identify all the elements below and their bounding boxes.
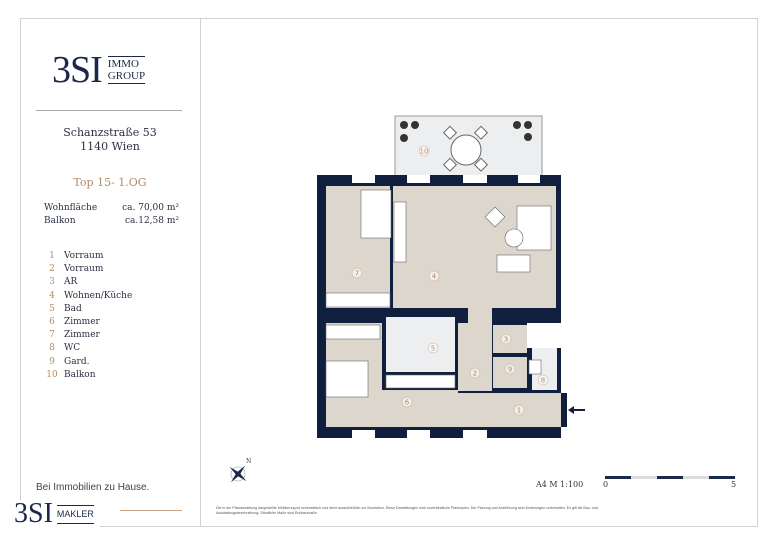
legend-number: 10 bbox=[46, 369, 58, 380]
legend-room-name: Gard. bbox=[64, 356, 90, 367]
disclaimer: Die in der Plandarstellung dargestellte … bbox=[216, 506, 598, 515]
room-marker bbox=[401, 396, 413, 408]
legend-item: 10 Balkon bbox=[40, 369, 132, 382]
makler-main: 3SI bbox=[14, 498, 53, 529]
legend-number: 8 bbox=[49, 343, 55, 354]
legend-room-name: Balkon bbox=[64, 369, 96, 380]
legend-number: 5 bbox=[49, 303, 55, 314]
room-marker bbox=[427, 342, 439, 354]
scale-start: 0 bbox=[603, 480, 609, 489]
separator bbox=[36, 110, 182, 111]
tagline: Bei Immobilien zu Hause. bbox=[36, 482, 150, 493]
bath-tiles bbox=[386, 317, 455, 372]
legend-number: 1 bbox=[49, 251, 55, 261]
logo-line1: IMMO bbox=[107, 58, 139, 70]
windows bbox=[352, 175, 540, 438]
city: 1140 Wien bbox=[80, 140, 140, 153]
room-number-label: 5 bbox=[431, 345, 435, 353]
room-number-label: 9 bbox=[508, 366, 512, 374]
area-row: Balkon ca.12,58 m² bbox=[44, 215, 179, 228]
legend-room-name: Vorraum bbox=[64, 251, 104, 261]
legend-room-name: Wohnen/Küche bbox=[64, 290, 133, 301]
plant-icons bbox=[400, 121, 532, 142]
area-value: ca. 70,00 m² bbox=[122, 203, 179, 213]
legend-number: 3 bbox=[49, 277, 55, 288]
room-number-label: 6 bbox=[405, 399, 410, 407]
legend-item: 5 Bad bbox=[40, 303, 132, 316]
makler-sub: MAKLER bbox=[56, 504, 94, 524]
area-label: Balkon bbox=[44, 216, 76, 226]
room-number-label: 4 bbox=[432, 273, 437, 281]
room-number-label: 2 bbox=[473, 370, 477, 378]
entrance-arrow-icon bbox=[568, 406, 585, 414]
panel-divider bbox=[200, 18, 201, 527]
legend-item: 3 AR bbox=[40, 276, 132, 289]
room-number-label: 1 bbox=[517, 407, 521, 415]
legend-item: 7 Zimmer bbox=[40, 329, 132, 342]
legend-number: 2 bbox=[49, 264, 55, 275]
logo-line2: GROUP bbox=[107, 70, 146, 82]
legend-number: 7 bbox=[49, 330, 55, 341]
legend-item: 8 WC bbox=[40, 342, 132, 355]
scale-label: A4 M 1:100 bbox=[536, 480, 584, 489]
legend-number: 4 bbox=[49, 290, 55, 301]
room-marker bbox=[428, 270, 440, 282]
area-label: Wohnfläche bbox=[44, 203, 98, 213]
legend-number: 6 bbox=[49, 317, 55, 328]
room-marker bbox=[500, 333, 512, 345]
unit-title: Top 15- 1.OG bbox=[73, 176, 147, 189]
compass-north-label: N bbox=[246, 458, 251, 465]
legend-room-name: Vorraum bbox=[64, 264, 104, 275]
room-number-label: 7 bbox=[355, 270, 359, 278]
page-frame bbox=[20, 18, 758, 527]
furniture bbox=[325, 189, 552, 398]
legend-item: 4 Wohnen/Küche bbox=[40, 290, 132, 303]
scale-end: 5 bbox=[731, 480, 737, 489]
balcony bbox=[394, 115, 543, 177]
room-marker bbox=[351, 267, 363, 279]
area-value: ca.12,58 m² bbox=[124, 216, 179, 226]
legend-room-name: Zimmer bbox=[64, 317, 100, 328]
room-marker bbox=[537, 374, 549, 386]
legend-item: 2 Vorraum bbox=[40, 263, 132, 276]
compass-icon: N bbox=[229, 458, 251, 483]
room-marker bbox=[418, 145, 430, 157]
legend-item: 9 Gard. bbox=[40, 356, 132, 369]
legend-number: 9 bbox=[49, 356, 55, 367]
room-marker bbox=[504, 363, 516, 375]
legend-item: 6 Zimmer bbox=[40, 316, 132, 329]
legend-room-name: AR bbox=[64, 277, 78, 288]
legend-room-name: WC bbox=[64, 343, 81, 354]
scale-bar bbox=[605, 476, 735, 479]
legend-room-name: Bad bbox=[64, 303, 82, 314]
legend-item: 1 Vorraum bbox=[40, 250, 132, 263]
room-number-label: 3 bbox=[504, 336, 508, 344]
gold-line bbox=[120, 510, 182, 511]
room-marker bbox=[513, 404, 525, 416]
room-number-label: 10 bbox=[420, 148, 429, 156]
area-table: Wohnfläche ca. 70,00 m² Balkon ca.12,58 m² bbox=[44, 202, 179, 228]
legend-room-name: Zimmer bbox=[64, 330, 100, 341]
room-number-label: 8 bbox=[541, 377, 545, 385]
logo-main: 3SI bbox=[52, 49, 103, 91]
area-row: Wohnfläche ca. 70,00 m² bbox=[44, 202, 179, 215]
room-marker bbox=[469, 367, 481, 379]
street: Schanzstraße 53 bbox=[63, 126, 157, 139]
